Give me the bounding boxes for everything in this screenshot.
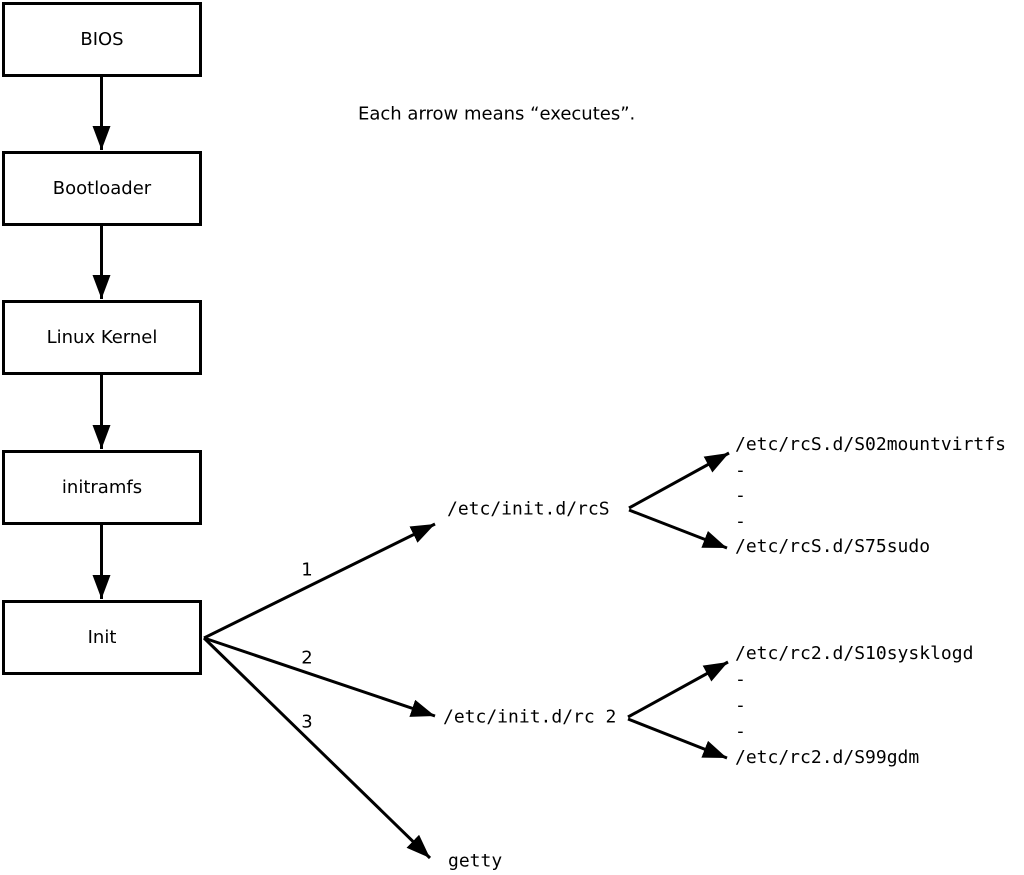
rcs-entry-ellipsis-dash: - [735,510,746,532]
script-rc2: /etc/init.d/rc 2 [443,706,617,728]
rc2-entry-ellipsis-dash: - [735,721,746,742]
rc2-entry-list: /etc/rc2.d/S10sysklogd - - - /etc/rc2.d/… [735,641,973,771]
node-initramfs: initramfs [2,450,202,525]
rc2-entry-ellipsis-dash: - [735,669,746,690]
node-bios-label: BIOS [80,29,124,50]
branch-order-1: 1 [301,559,313,581]
node-linux-kernel: Linux Kernel [2,300,202,375]
arrow-init-to-rcs [203,522,436,640]
rc2-entry-ellipsis-dash: - [735,695,746,716]
script-rcs: /etc/init.d/rcS [447,498,610,520]
arrow-rcs-to-s02mountvirtfs [628,451,730,510]
node-linux-kernel-label: Linux Kernel [46,327,158,348]
arrow-rc2-to-s10sysklogd [627,660,729,719]
arrow-init-to-getty [202,636,432,860]
rcs-entry-s75sudo: /etc/rcS.d/S75sudo [735,536,931,557]
rcs-entry-ellipsis-dash: - [735,459,746,481]
branch-order-3: 3 [301,711,313,733]
node-bios: BIOS [2,2,202,77]
node-bootloader: Bootloader [2,151,202,226]
arrow-rcs-to-s75sudo [628,508,728,550]
arrow-rc2-to-s99gdm [627,717,728,760]
node-init: Init [2,600,202,675]
script-getty: getty [448,850,503,872]
arrow-legend-note: Each arrow means “executes”. [358,103,636,125]
rcs-entry-list: /etc/rcS.d/S02mountvirtfs - - - /etc/rcS… [735,432,1006,560]
rcs-entry-ellipsis-dash: - [735,485,746,506]
rcs-entry-s02mountvirtfs: /etc/rcS.d/S02mountvirtfs [735,434,1006,455]
arrow-init-to-rc2 [203,636,436,718]
rc2-entry-s10sysklogd: /etc/rc2.d/S10sysklogd [735,643,974,664]
node-initramfs-label: initramfs [61,477,143,498]
branch-order-2: 2 [301,647,313,669]
node-init-label: Init [87,627,117,648]
node-bootloader-label: Bootloader [52,178,152,199]
rc2-entry-s99gdm: /etc/rc2.d/S99gdm [735,747,920,768]
